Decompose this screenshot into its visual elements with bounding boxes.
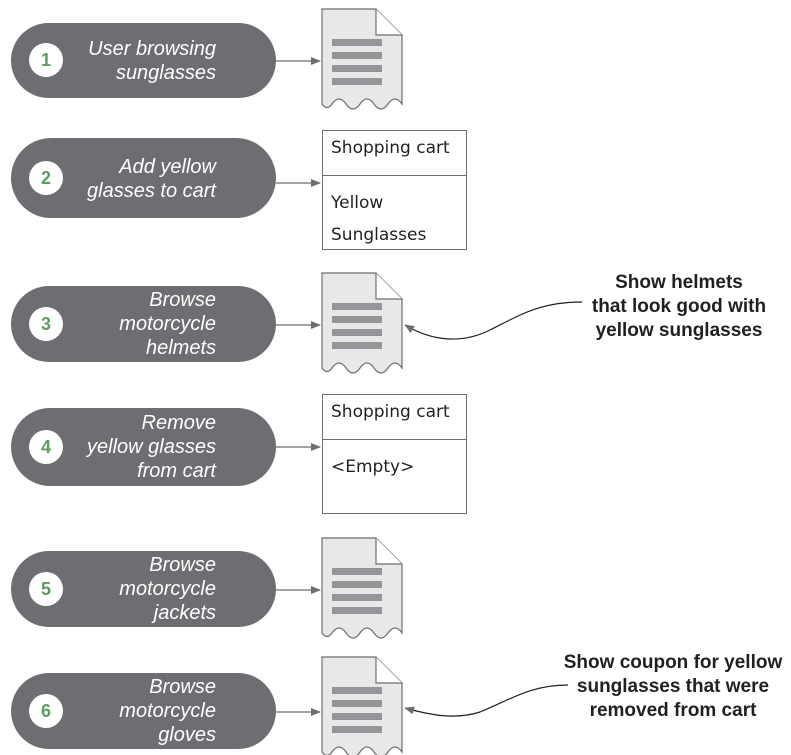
step-label-line: Remove [141,412,216,434]
step-number-badge: 2 [29,161,63,195]
document-icon [321,272,403,374]
step-number-badge: 5 [29,572,63,606]
step-5-pill: 5 Browse motorcycle jackets [11,551,276,627]
callout-line: that look good with [591,296,767,317]
step-label-line: Browse [149,676,216,698]
callout-arrow [404,684,569,717]
callout-coupon: Show coupon for yellow sunglasses that w… [555,651,791,723]
step-label-line: glasses to cart [87,180,216,202]
step-label-line: User browsing [88,38,216,60]
callout-line: sunglasses that were [576,676,770,697]
cart-item: Yellow [331,193,384,213]
step-label-line: Browse [149,554,216,576]
cart-title: Shopping cart [323,395,466,440]
callout-line: yellow sunglasses [595,320,763,341]
step-label-line: sunglasses [115,62,216,84]
step-label: Browse motorcycle gloves [119,675,216,747]
step-4-pill: 4 Remove yellow glasses from cart [11,408,276,486]
step-3-pill: 3 Browse motorcycle helmets [11,286,276,362]
shopping-cart-box: Shopping cart <Empty> [322,394,467,514]
step-label-line: yellow glasses [87,436,216,458]
step-label-line: motorcycle [119,313,216,335]
step-label: Browse motorcycle jackets [119,553,216,625]
step-label-line: helmets [145,337,216,359]
document-icon [321,656,403,755]
cart-title: Shopping cart [323,131,466,176]
callout-line: removed from cart [589,700,757,721]
step-label-line: motorcycle [119,578,216,600]
step-2-pill: 2 Add yellow glasses to cart [11,138,276,218]
step-number-badge: 6 [29,694,63,728]
step-6-pill: 6 Browse motorcycle gloves [11,673,276,749]
step-label-line: Browse [149,289,216,311]
step-number-badge: 1 [29,43,63,77]
callout-line: Show coupon for yellow [563,652,783,673]
step-label-line: gloves [158,724,216,746]
cart-item: <Empty> [331,457,415,477]
cart-items: <Empty> [323,440,466,483]
step-label: Remove yellow glasses from cart [87,411,216,483]
step-label-line: Add yellow [119,156,216,178]
step-label: Add yellow glasses to cart [87,155,216,203]
shopping-cart-box: Shopping cart Yellow Sunglasses [322,130,467,250]
cart-item: Sunglasses [331,225,427,245]
cart-items: Yellow Sunglasses [323,176,466,251]
step-label-line: motorcycle [119,700,216,722]
document-icon [321,8,403,110]
step-label-line: jackets [153,602,216,624]
document-icon [321,537,403,639]
step-label-line: from cart [137,460,216,482]
step-1-pill: 1 User browsing sunglasses [11,23,276,98]
callout-helmets: Show helmets that look good with yellow … [574,271,784,343]
callout-line: Show helmets [615,272,743,293]
step-label: User browsing sunglasses [88,37,216,85]
step-label: Browse motorcycle helmets [119,288,216,360]
callout-arrow [404,301,583,340]
step-number-badge: 3 [29,307,63,341]
step-number-badge: 4 [29,430,63,464]
